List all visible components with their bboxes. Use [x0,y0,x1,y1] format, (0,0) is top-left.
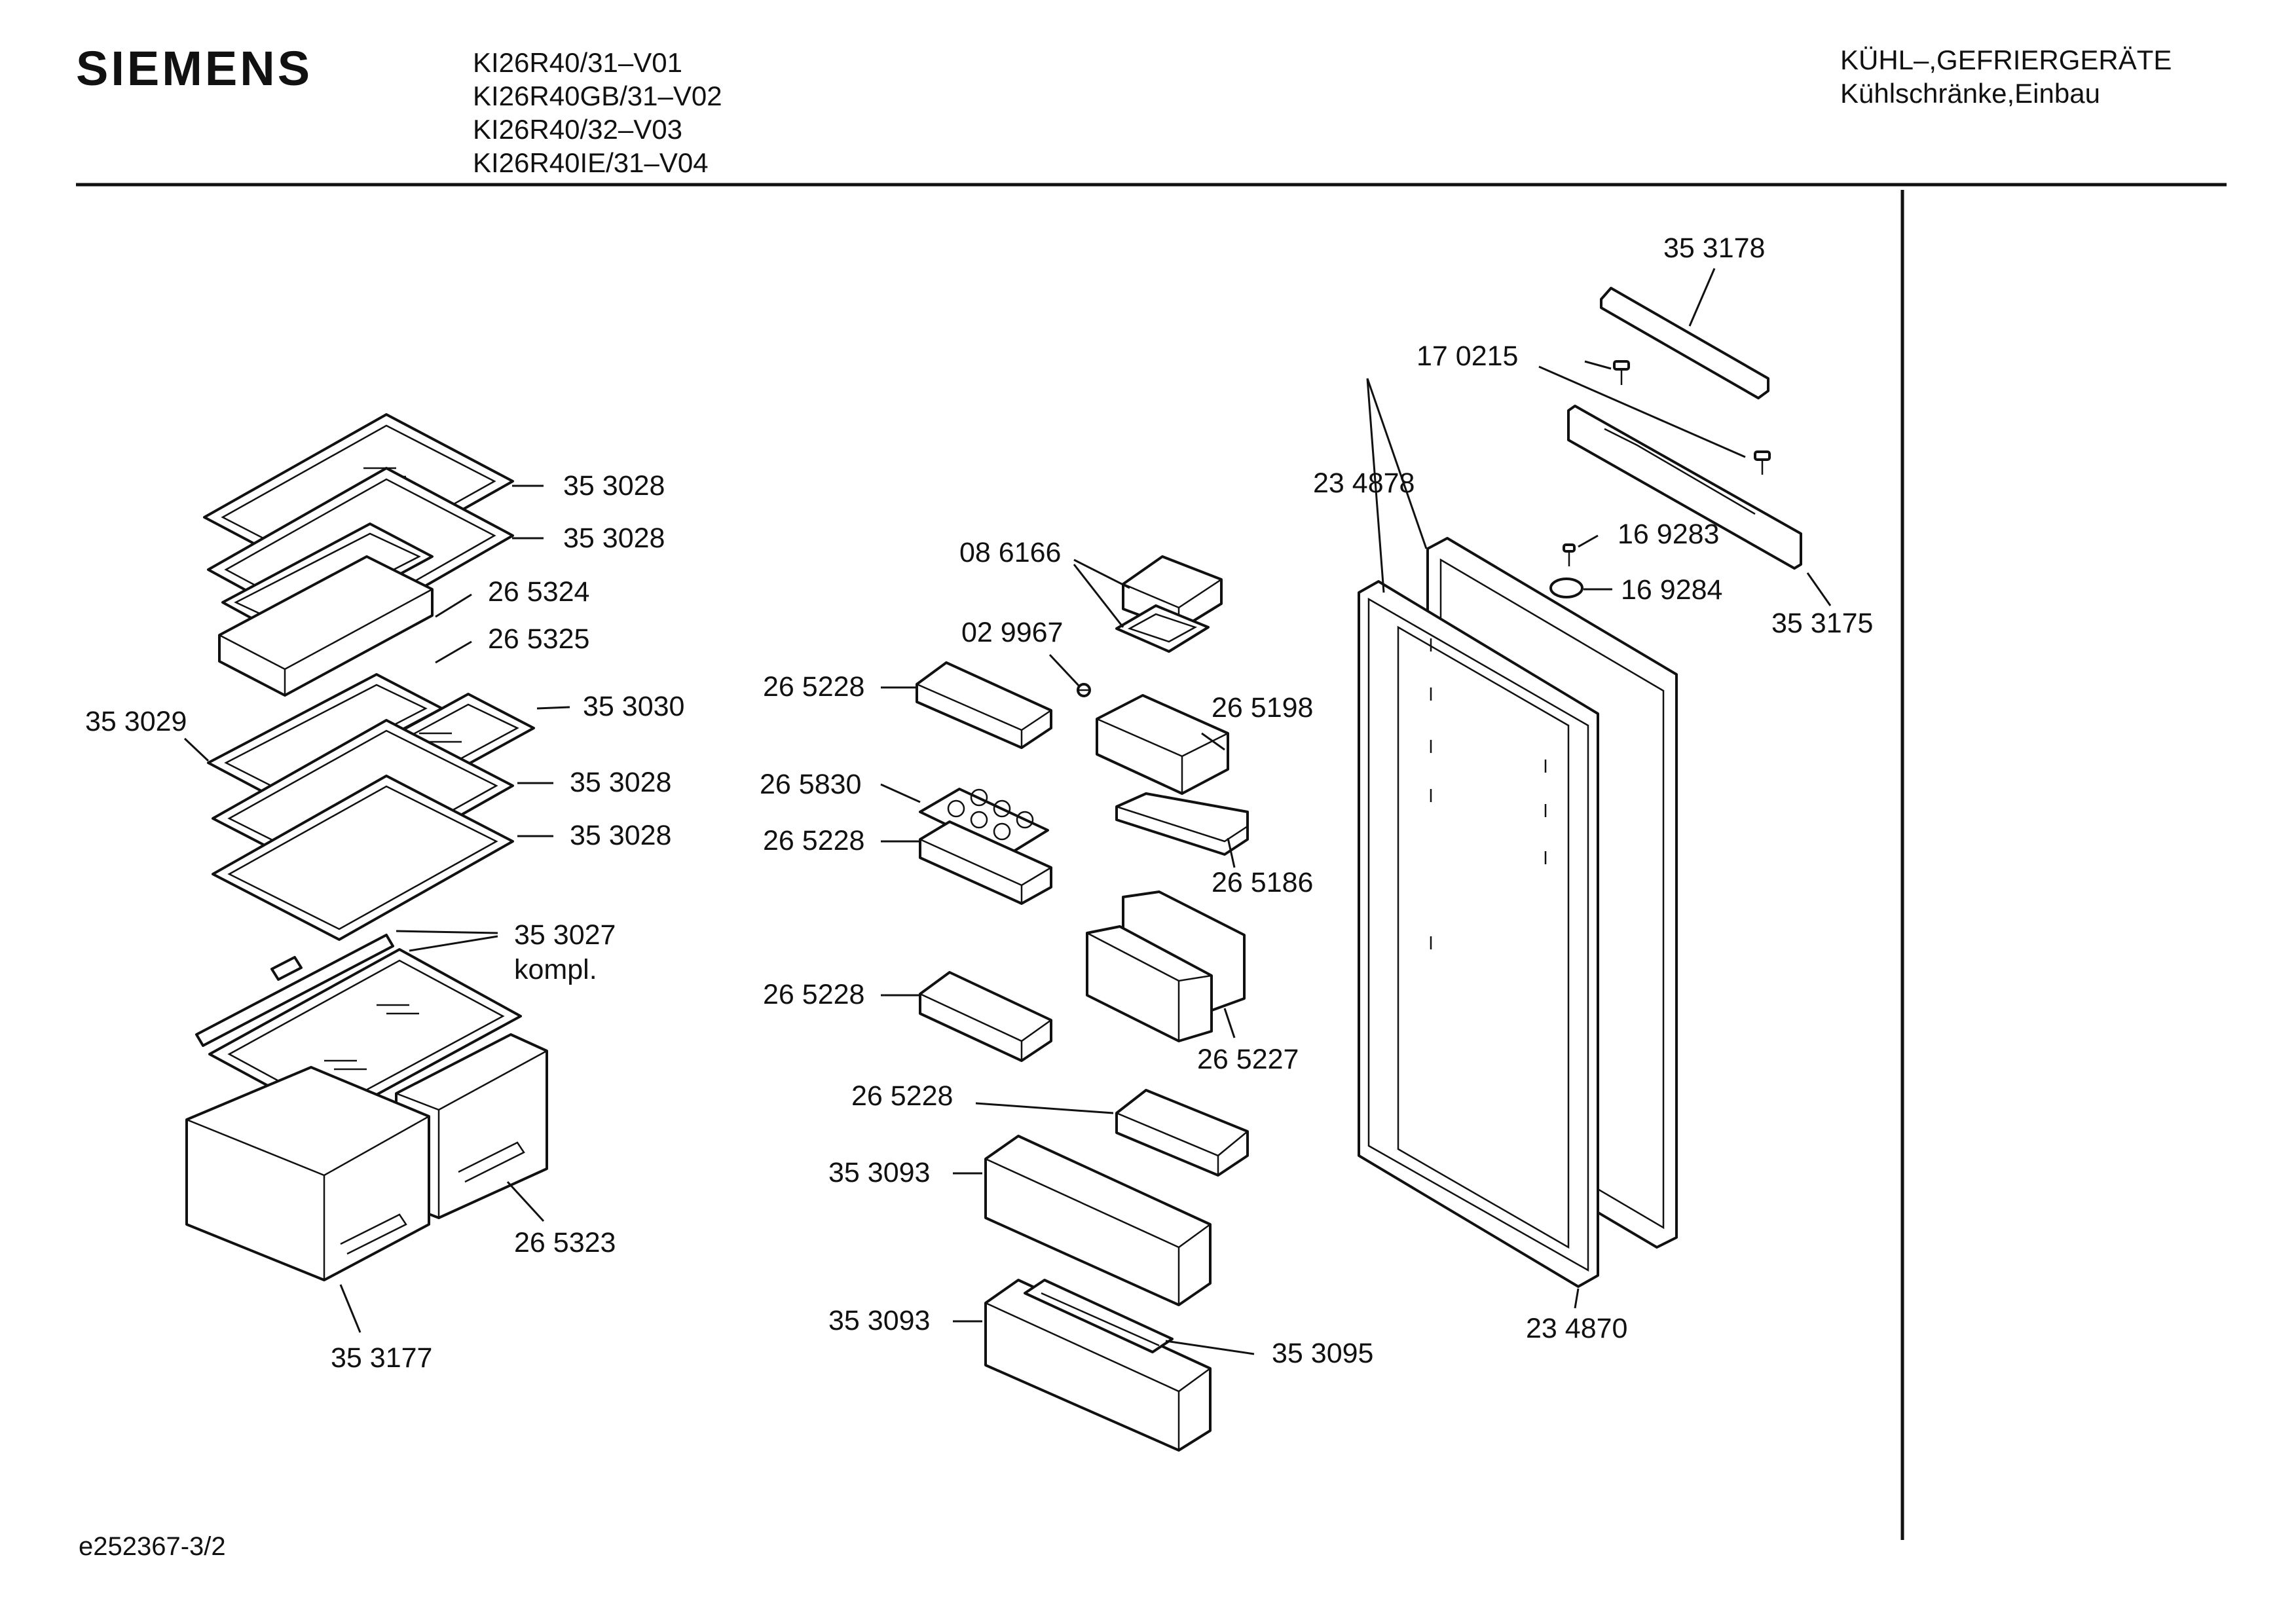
label-bottle-shelf-2: 35 3093 [828,1305,930,1336]
label-bottle-holder: 26 5227 [1197,1044,1299,1075]
model-number: KI26R40IE/31–V04 [473,147,709,178]
label-cover-strip: 35 3178 [1663,232,1765,264]
category-sub: Kühlschränke,Einbau [1840,78,2100,109]
screw-2 [1563,543,1576,566]
bottle-retainer [1024,1279,1174,1353]
label-shelf-frame-1: 26 5324 [488,576,589,608]
bottle-shelf-2 [984,1279,1212,1452]
label-crisper-large: 35 3177 [331,1342,432,1374]
door-gasket [1358,580,1599,1288]
label-door-gasket: 23 4870 [1526,1313,1627,1344]
drawing-id: e252367-3/2 [79,1532,226,1561]
product-category: KÜHL–,GEFRIERGERÄTE Kühlschränke,Einbau [1840,43,2172,110]
label-shelf-top-2: 35 3028 [563,522,665,554]
flap-box [1096,694,1229,795]
label-bottle-retainer: 35 3095 [1272,1338,1373,1369]
cover-strip [1600,287,1769,399]
category-main: KÜHL–,GEFRIERGERÄTE [1840,45,2172,75]
label-door-shelf-2: 26 5228 [763,825,864,856]
brand-logo: SIEMENS [76,41,313,96]
label-clip: 02 9967 [961,617,1063,648]
crisper-drawer-large [185,1066,430,1281]
label-hinge-rail: 35 3175 [1771,608,1873,639]
label-shelf-mid-1: 35 3028 [570,767,671,798]
label-shelf-frame-2: 26 5325 [488,623,589,655]
label-bottle-shelf-1: 35 3093 [828,1157,930,1188]
door-brackets [1430,638,1547,949]
label-split-shelf-right: 35 3030 [583,691,684,722]
label-egg-tray: 26 5830 [760,769,861,800]
flap-base [1115,792,1249,856]
label-door-panel: 23 4878 [1313,467,1415,499]
door-shelf-small-2 [919,820,1052,905]
label-crisper-cover-note: kompl. [514,954,597,985]
model-list: KI26R40/31–V01 KI26R40GB/31–V02 KI26R40/… [473,46,722,179]
label-crisper-cover: 35 3027 [514,919,616,951]
model-number: KI26R40GB/31–V02 [473,81,722,111]
label-flap-box: 26 5198 [1212,692,1313,724]
crisper-drawer-small [395,1033,548,1219]
label-screw-2: 16 9283 [1618,519,1719,550]
model-number: KI26R40/31–V01 [473,47,682,78]
door-shelf-small-4 [1115,1089,1249,1177]
screw-1 [1613,360,1630,385]
label-shelf-mid-2: 35 3028 [570,820,671,851]
hinge-rail [1567,405,1802,570]
label-crisper-small: 26 5323 [514,1227,616,1258]
bottle-shelf-1 [984,1135,1212,1306]
clip-part [1077,683,1091,697]
screw-1b [1754,450,1771,475]
model-number: KI26R40/32–V03 [473,114,682,145]
label-butter-box: 08 6166 [959,537,1061,568]
door-shelf-small-3 [919,971,1052,1062]
label-shelf-top-1: 35 3028 [563,470,665,502]
bottle-holder [1086,890,1246,1042]
label-split-shelf-left: 35 3029 [85,706,187,737]
label-cap: 16 9284 [1621,574,1722,606]
glass-shelf-4 [212,775,514,941]
label-flap-base: 26 5186 [1212,867,1313,898]
shelf-frame-2 [218,555,434,697]
label-door-shelf-1: 26 5228 [763,671,864,703]
label-screw-1: 17 0215 [1416,340,1518,372]
cap-part [1549,577,1583,598]
door-shelf-small-1 [916,661,1052,749]
label-door-shelf-3: 26 5228 [763,979,864,1010]
label-door-shelf-4: 26 5228 [851,1080,953,1112]
butter-box-base [1115,604,1210,653]
